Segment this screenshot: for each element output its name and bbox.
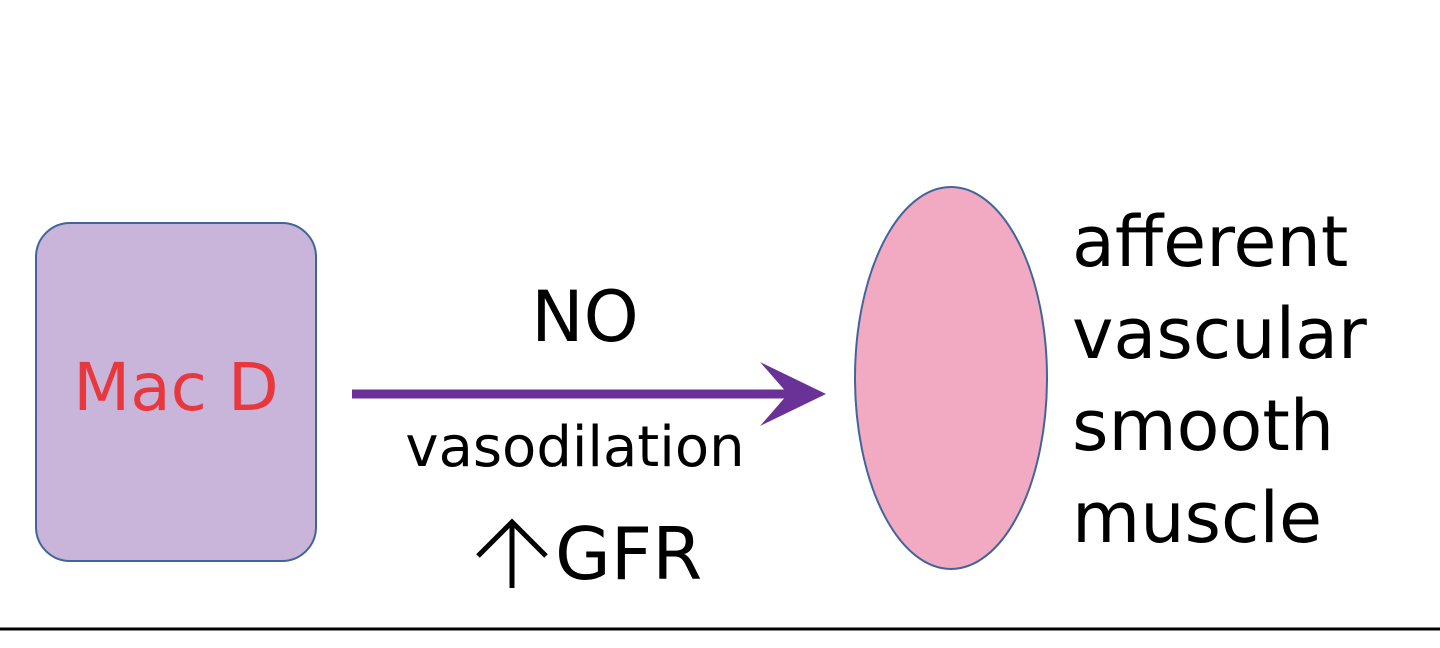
afferent-vascular-smooth-muscle-label: afferent vascular smooth muscle bbox=[1072, 196, 1432, 564]
target-label-line-2: vascular bbox=[1072, 293, 1367, 375]
no-label: NO bbox=[531, 276, 639, 358]
mac-d-box bbox=[35, 222, 317, 562]
gfr-effect: GFR bbox=[470, 512, 730, 596]
target-label-line-3: smooth bbox=[1072, 385, 1335, 467]
mac-d-label: Mac D bbox=[73, 349, 279, 426]
no-arrow-head bbox=[760, 362, 826, 426]
up-arrow-icon bbox=[476, 518, 548, 588]
smooth-muscle-ellipse bbox=[854, 186, 1048, 570]
target-label-line-1: afferent bbox=[1072, 201, 1349, 283]
vasodilation-label: vasodilation bbox=[405, 415, 745, 480]
target-label-line-4: muscle bbox=[1072, 477, 1323, 559]
gfr-label: GFR bbox=[555, 512, 703, 596]
